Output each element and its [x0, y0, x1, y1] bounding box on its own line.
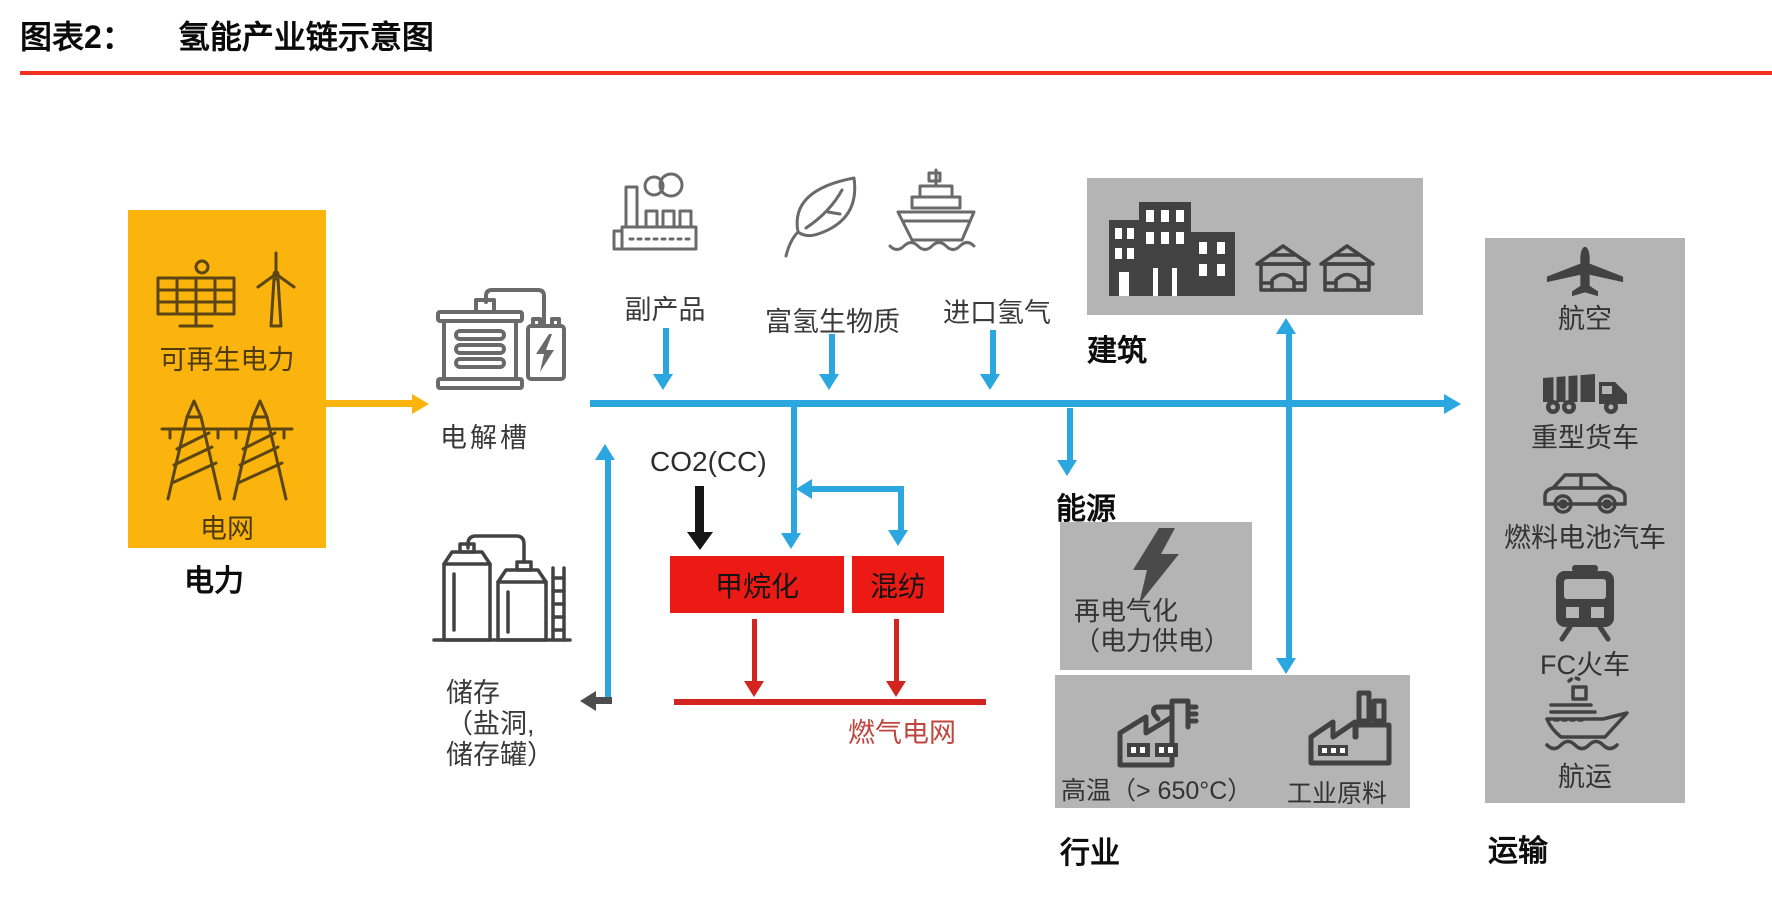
electrolyzer-icon	[436, 288, 566, 390]
to-building-arrowhead	[1276, 318, 1296, 334]
storage-tanks-icon	[432, 534, 572, 642]
methanation-to-gasgrid-arrowhead	[744, 681, 764, 697]
leaf-icon	[784, 176, 857, 258]
figure-title: 氢能产业链示意图	[177, 19, 434, 55]
header-underline	[20, 71, 1772, 75]
power-section-label: 电力	[184, 565, 244, 598]
co2-label: CO2(CC)	[650, 446, 767, 477]
to-methanation-line	[791, 407, 797, 535]
reelectrification-box: 再电气化 （电力供电）	[1060, 522, 1252, 670]
shipping-label: 航运	[1558, 762, 1612, 792]
biomass-label: 富氢生物质	[765, 307, 900, 337]
storage-label: 储存 （盐洞, 储存罐）	[446, 678, 554, 771]
building-industry-line	[1286, 332, 1292, 660]
to-storage-stub	[596, 697, 612, 704]
sun-solar-panel-icon	[156, 259, 236, 328]
storage-label-line1: 储存	[446, 678, 500, 708]
renewable-icons	[152, 250, 302, 330]
transport-item-aviation: 航空	[1485, 245, 1685, 336]
heavy-truck-label: 重型货车	[1531, 423, 1639, 453]
to-industry-arrowhead	[1276, 658, 1296, 674]
airplane-icon	[1546, 246, 1624, 297]
main-line-arrowhead-to-transport	[1444, 394, 1461, 414]
co2-arrowhead	[687, 532, 713, 550]
high-temp-label: 高温（> 650°C）	[1061, 777, 1253, 805]
reelectrification-label: 再电气化 （电力供电）	[1074, 596, 1230, 656]
fuel-cell-car-icon	[1543, 473, 1627, 514]
heavy-truck-icon	[1543, 374, 1627, 414]
industry-box: 高温（> 650°C） 工业原料	[1055, 675, 1410, 808]
power-to-electrolyzer-arrow	[326, 400, 414, 407]
imported-hydrogen-label: 进口氢气	[943, 298, 1051, 328]
methanation-box: 甲烷化	[670, 556, 844, 613]
to-methanation-arrowhead	[781, 533, 801, 549]
industry-section-label: 行业	[1060, 837, 1120, 870]
high-temp-factory-icon	[1117, 698, 1199, 768]
figure-header: 图表2： 氢能产业链示意图	[20, 12, 434, 58]
gas-grid-line	[674, 699, 986, 705]
renewable-power-label: 可再生电力	[159, 345, 295, 375]
building-section-label: 建筑	[1087, 335, 1147, 368]
blending-connector-left-arrowhead	[796, 479, 812, 499]
blending-label: 混纺	[869, 570, 926, 602]
warehouse-icon	[1319, 244, 1375, 292]
transport-box: 航空 重型货车 燃料电池汽车	[1485, 238, 1685, 803]
byproduct-label: 副产品	[624, 295, 706, 325]
transmission-towers-icon	[160, 399, 294, 501]
to-storage-arrowhead	[580, 691, 596, 711]
imported-hydrogen-arrow	[990, 330, 996, 376]
byproduct-arrow	[663, 328, 669, 376]
methanation-label: 甲烷化	[714, 570, 799, 602]
warehouse-icon	[1255, 244, 1311, 292]
to-blending-arrowhead	[888, 530, 908, 546]
cargo-ship-icon	[888, 168, 976, 251]
storage-label-line2: （盐洞,	[446, 709, 535, 739]
reelectrification-line2: （电力供电）	[1074, 626, 1231, 656]
transport-item-truck: 重型货车	[1485, 368, 1685, 455]
blending-box: 混纺	[852, 556, 944, 613]
storage-return-arrowhead	[595, 444, 615, 460]
byproduct-arrowhead	[653, 374, 673, 390]
transport-item-shipping: 航运	[1485, 675, 1685, 794]
blending-to-gasgrid-arrowhead	[886, 681, 906, 697]
building-box	[1087, 178, 1423, 315]
biomass-arrow	[829, 334, 835, 376]
figure-label: 图表2：	[20, 19, 134, 55]
electrolyzer-label: 电解槽	[440, 423, 530, 453]
blending-to-gasgrid-arrow	[894, 619, 899, 683]
storage-line	[605, 458, 611, 700]
train-icon	[1556, 565, 1614, 642]
ship-icon	[1545, 676, 1629, 751]
to-energy-arrow	[1067, 408, 1073, 462]
city-buildings-icon	[1109, 202, 1235, 296]
methanation-to-gasgrid-arrow	[752, 619, 757, 683]
power-box: 可再生电力 电网	[128, 210, 326, 548]
grid-label: 电网	[200, 514, 254, 544]
power-to-electrolyzer-arrowhead	[412, 394, 429, 414]
energy-section-label: 能源	[1056, 493, 1116, 526]
to-energy-arrowhead	[1057, 460, 1077, 476]
factory-smoke-icon	[612, 172, 698, 251]
transport-item-train: FC火车	[1485, 565, 1685, 682]
imported-hydrogen-arrowhead	[980, 374, 1000, 390]
co2-arrow	[695, 486, 704, 534]
transport-item-car: 燃料电池汽车	[1485, 466, 1685, 555]
transport-section-label: 运输	[1488, 835, 1548, 868]
aviation-label: 航空	[1558, 304, 1612, 334]
industrial-feedstock-factory-icon	[1308, 690, 1392, 766]
blending-connector-horizontal	[812, 486, 904, 492]
biomass-arrowhead	[819, 374, 839, 390]
feedstock-label: 工业原料	[1287, 780, 1388, 808]
to-blending-line	[898, 486, 904, 532]
wind-turbine-icon	[256, 251, 296, 328]
fc-train-label: FC火车	[1540, 650, 1630, 680]
gas-grid-label: 燃气电网	[848, 718, 956, 748]
lightning-bolt-icon	[1133, 528, 1179, 604]
storage-label-line3: 储存罐）	[446, 740, 554, 770]
reelectrification-line1: 再电气化	[1074, 596, 1179, 626]
fuel-cell-car-label: 燃料电池汽车	[1504, 523, 1666, 553]
hydrogen-main-line	[590, 400, 1446, 407]
